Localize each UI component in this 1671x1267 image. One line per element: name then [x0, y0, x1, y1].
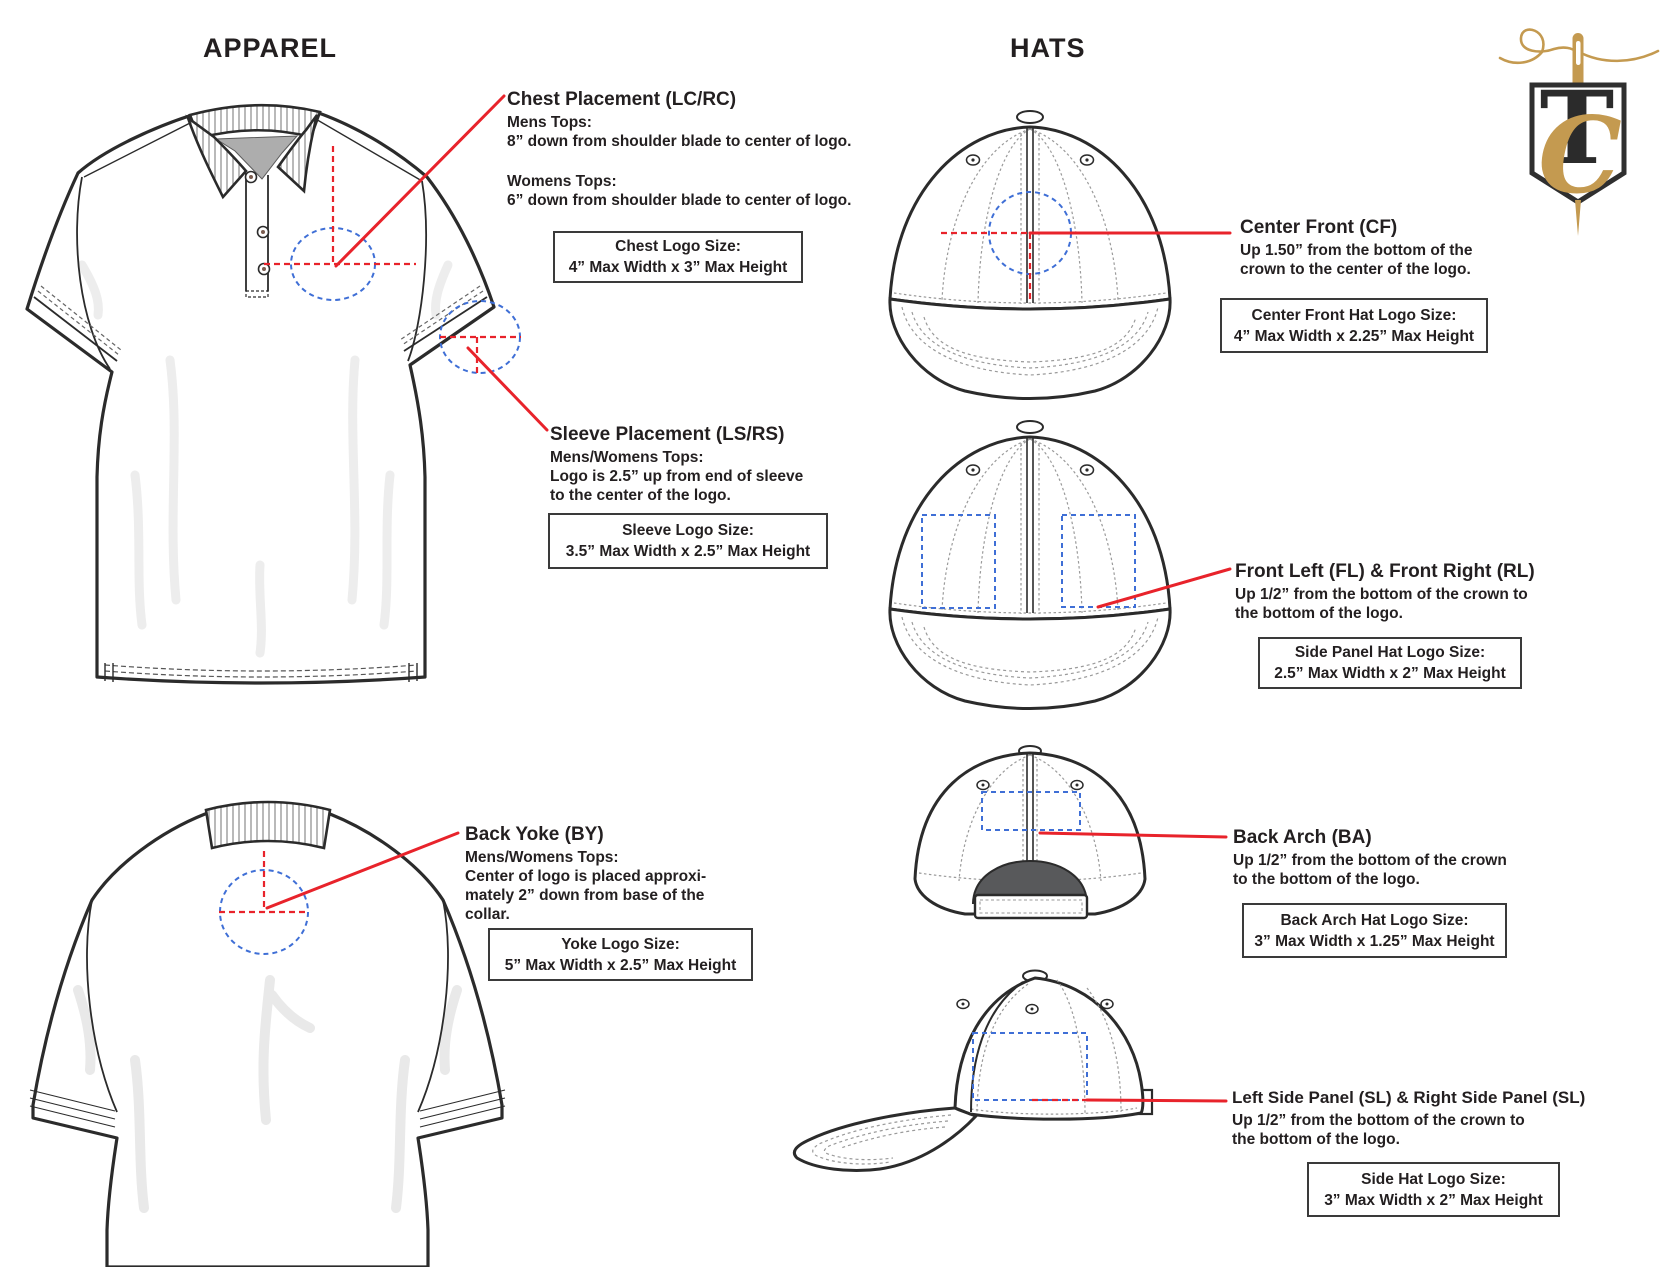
center-front-text-2: crown to the center of the logo. — [1240, 261, 1471, 278]
needle-tip-icon — [1575, 200, 1581, 236]
shield-icon — [1529, 82, 1627, 205]
back-arch-text-1: Up 1/2” from the bottom of the crown — [1233, 852, 1507, 869]
sleeve-logo-size-title: Sleeve Logo Size: — [622, 522, 754, 539]
back-yoke-text-3: collar. — [465, 906, 510, 923]
side-panel-size-value: 2.5” Max Width x 2” Max Height — [1274, 665, 1506, 682]
mens-tops-label: Mens Tops: — [507, 114, 592, 131]
back-arch-size-value: 3” Max Width x 1.25” Max Height — [1254, 932, 1495, 950]
sleeve-placement-annotation: Sleeve Placement (LS/RS) Mens/Womens Top… — [550, 423, 803, 505]
side-hat-size-value: 3” Max Width x 2” Max Height — [1324, 1191, 1543, 1209]
back-arch-title: Back Arch (BA) — [1233, 827, 1372, 848]
thread-tail-icon — [1577, 49, 1660, 63]
front-left-right-annotation: Front Left (FL) & Front Right (RL) Up 1/… — [1235, 560, 1535, 623]
mens-tops-text: 8” down from shoulder blade to center of… — [507, 133, 852, 150]
placket-buttons — [244, 170, 271, 276]
center-front-annotation: Center Front (CF) Up 1.50” from the bott… — [1240, 216, 1473, 279]
hat-front-cf-drawing — [888, 110, 1172, 400]
brim — [888, 607, 1172, 710]
womens-tops-label: Womens Tops: — [507, 173, 617, 190]
back-arch-opening — [971, 860, 1089, 904]
brim — [888, 297, 1172, 400]
eyelets — [976, 779, 1084, 791]
yoke-logo-size-box: Yoke Logo Size: 5” Max Width x 2.5” Max … — [488, 928, 753, 981]
side-panel-text-2: the bottom of the logo. — [1232, 1131, 1400, 1148]
center-front-size-title: Center Front Hat Logo Size: — [1251, 306, 1457, 324]
collar-flap-left — [185, 114, 248, 200]
back-arch-annotation: Back Arch (BA) Up 1/2” from the bottom o… — [1233, 826, 1507, 889]
chest-logo-size-box: Chest Logo Size: 4” Max Width x 3” Max H… — [553, 231, 803, 283]
chest-logo-size-title: Chest Logo Size: — [615, 238, 741, 255]
yoke-logo-size-value: 5” Max Width x 2.5” Max Height — [504, 956, 737, 974]
front-left-right-text-2: the bottom of the logo. — [1235, 605, 1403, 622]
yoke-logo-size-title: Yoke Logo Size: — [561, 935, 680, 953]
center-front-title: Center Front (CF) — [1240, 217, 1398, 238]
side-hat-size-title: Side Hat Logo Size: — [1361, 1170, 1506, 1188]
side-panel-hat-logo-size-box: Side Panel Hat Logo Size: 2.5” Max Width… — [1258, 637, 1522, 689]
logo-letter-t: T — [1540, 69, 1614, 187]
chest-placement-title: Chest Placement (LC/RC) — [507, 89, 737, 110]
back-yoke-annotation: Back Yoke (BY) Mens/Womens Tops: Center … — [465, 823, 706, 924]
thread-icon — [1498, 28, 1579, 65]
back-yoke-title: Back Yoke (BY) — [465, 824, 604, 845]
back-arch-size-title: Back Arch Hat Logo Size: — [1280, 911, 1469, 929]
side-hat-logo-size-box: Side Hat Logo Size: 3” Max Width x 2” Ma… — [1307, 1162, 1560, 1217]
polo-front-drawing — [25, 103, 496, 685]
collar-inner — [214, 135, 299, 180]
center-front-text-1: Up 1.50” from the bottom of the — [1240, 242, 1473, 259]
front-left-right-title: Front Left (FL) & Front Right (RL) — [1235, 561, 1535, 582]
sleeve-logo-size-value: 3.5” Max Width x 2.5” Max Height — [565, 543, 811, 560]
back-yoke-text-1: Center of logo is placed approxi- — [465, 868, 707, 885]
hat-side-drawing — [792, 969, 1154, 1172]
back-arch-text-2: to the bottom of the logo. — [1233, 871, 1420, 888]
side-panel-title: Left Side Panel (SL) & Right Side Panel … — [1232, 1088, 1586, 1107]
hat-front-flfr-drawing — [888, 420, 1172, 710]
womens-tops-text: 6” down from shoulder blade to center of… — [507, 192, 852, 209]
front-left-right-text-1: Up 1/2” from the bottom of the crown to — [1235, 586, 1528, 603]
chest-logo-size-value: 4” Max Width x 3” Max Height — [568, 259, 788, 276]
sleeve-logo-size-box: Sleeve Logo Size: 3.5” Max Width x 2.5” … — [548, 513, 828, 569]
eyelets — [965, 464, 1095, 476]
side-panel-annotation: Left Side Panel (SL) & Right Side Panel … — [1232, 1086, 1585, 1149]
brim — [792, 1106, 979, 1172]
back-yoke-subtitle: Mens/Womens Tops: — [465, 849, 619, 866]
sleeve-text-1: Logo is 2.5” up from end of sleeve — [550, 468, 804, 485]
sleeve-subtitle: Mens/Womens Tops: — [550, 449, 704, 466]
center-front-size-value: 4” Max Width x 2.25” Max Height — [1233, 327, 1475, 345]
side-panel-size-title: Side Panel Hat Logo Size: — [1294, 644, 1486, 661]
logo-letter-c: C — [1538, 93, 1622, 217]
back-collar-band — [204, 800, 332, 850]
brand-logo: T C — [1498, 28, 1660, 236]
back-arch-hat-logo-size-box: Back Arch Hat Logo Size: 3” Max Width x … — [1242, 903, 1507, 958]
apparel-section-title: APPAREL — [203, 33, 338, 63]
hats-section-title: HATS — [1010, 33, 1086, 63]
collar-flap-right — [276, 114, 319, 194]
back-yoke-text-2: mately 2” down from base of the — [465, 887, 705, 904]
chest-placement-annotation: Chest Placement (LC/RC) Mens Tops: 8” do… — [507, 88, 851, 210]
eyelets — [956, 998, 1114, 1015]
adjustable-strap — [973, 893, 1089, 920]
hat-back-drawing — [913, 745, 1147, 920]
sleeve-placement-title: Sleeve Placement (LS/RS) — [550, 424, 785, 445]
sleeve-text-2: to the center of the logo. — [550, 487, 731, 504]
eyelets — [965, 154, 1095, 166]
polo-back-drawing — [29, 800, 506, 1267]
side-panel-text-1: Up 1/2” from the bottom of the crown to — [1232, 1112, 1525, 1129]
center-front-hat-logo-size-box: Center Front Hat Logo Size: 4” Max Width… — [1220, 298, 1488, 353]
